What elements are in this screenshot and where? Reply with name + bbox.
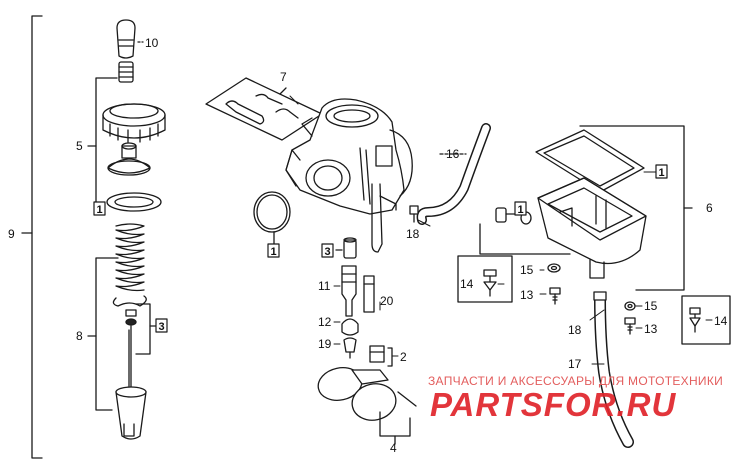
part-diaphragm-cap xyxy=(107,142,151,176)
callout-5: 5 xyxy=(76,139,83,153)
part-carburetor-body xyxy=(285,98,413,253)
part-spring xyxy=(112,223,147,307)
callout-13-left: 13 xyxy=(520,288,534,302)
boxed-ref-1-bolt: 1 xyxy=(514,201,527,216)
part-13-screw-left xyxy=(549,287,561,305)
callout-14-right: 14 xyxy=(714,314,728,328)
callout-15-left: 15 xyxy=(520,263,534,277)
callout-19: 19 xyxy=(318,337,332,351)
svg-text:1: 1 xyxy=(659,167,665,179)
part-18-clip-upper xyxy=(409,205,419,223)
callout-15-right: 15 xyxy=(644,299,658,313)
svg-text:3: 3 xyxy=(159,321,165,333)
part-16-breather-hose xyxy=(416,123,491,225)
callout-10: 10 xyxy=(145,36,159,50)
part-jet-needle xyxy=(125,303,157,393)
part-7-jet-kit xyxy=(205,77,323,141)
part-15-washer-left xyxy=(547,263,561,273)
part-15-washer-right xyxy=(624,301,636,311)
bracket-group-8 xyxy=(87,257,119,411)
callout-4: 4 xyxy=(390,441,397,455)
callout-11: 11 xyxy=(318,279,331,293)
callout-12: 12 xyxy=(318,315,332,329)
part-adjuster-screw xyxy=(118,61,134,83)
callout-17: 17 xyxy=(568,357,582,371)
part-gasket-ring xyxy=(106,192,162,212)
callout-20: 20 xyxy=(380,294,394,308)
part-throttle-slide xyxy=(115,386,147,440)
callout-7: 7 xyxy=(280,70,287,84)
part-gasket-top xyxy=(535,129,645,193)
part-10-cap xyxy=(116,19,144,59)
callout-8: 8 xyxy=(76,329,83,343)
svg-text:1: 1 xyxy=(518,204,524,216)
part-17-drain-hose xyxy=(593,291,634,448)
part-14-screw-set-left xyxy=(457,255,513,303)
watermark-caption: ЗАПЧАСТИ И АКСЕССУАРЫ ДЛЯ МОТОТЕХНИКИ xyxy=(428,374,724,388)
boxed-ref-3-needle: 3 xyxy=(155,318,168,333)
boxed-ref-1-oring: 1 xyxy=(267,243,280,258)
part-jet-holder-stack xyxy=(335,237,375,359)
part-4-float xyxy=(317,367,417,445)
part-o-ring xyxy=(253,191,291,245)
callout-9: 9 xyxy=(8,227,15,241)
part-2-needle-valve xyxy=(369,345,393,367)
callout-18-lower: 18 xyxy=(568,323,582,337)
callout-14-left: 14 xyxy=(460,277,474,291)
callout-13-right: 13 xyxy=(644,322,658,336)
part-ring-nut xyxy=(102,103,166,143)
svg-text:3: 3 xyxy=(325,246,331,258)
boxed-ref-3-center: 3 xyxy=(321,243,334,258)
bracket-group-6 xyxy=(479,125,693,291)
bracket-group-9 xyxy=(21,15,43,459)
bracket-group-5 xyxy=(87,77,118,209)
part-13-screw-right xyxy=(624,317,636,335)
callout-2: 2 xyxy=(400,350,407,364)
callout-16: 16 xyxy=(446,147,460,161)
callout-6: 6 xyxy=(706,201,713,215)
boxed-ref-1-gasket: 1 xyxy=(655,164,668,179)
part-6-float-chamber xyxy=(537,177,647,279)
boxed-ref-1-left: 1 xyxy=(93,201,106,216)
svg-text:1: 1 xyxy=(271,246,277,258)
watermark-brand-logo: PARTSFOR.RU xyxy=(430,386,677,423)
svg-text:1: 1 xyxy=(97,204,103,216)
callout-18-upper: 18 xyxy=(406,227,420,241)
